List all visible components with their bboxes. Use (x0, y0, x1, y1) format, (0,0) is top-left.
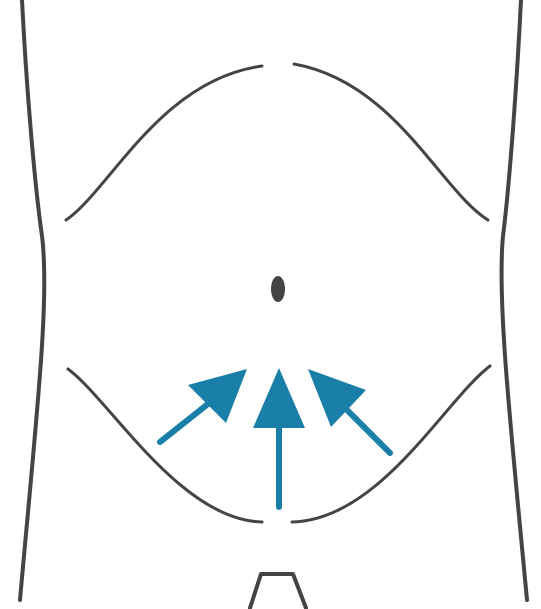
upper-abdomen-line-right (294, 64, 488, 220)
arrow-center-vertical (253, 368, 305, 507)
arrow-right-diagonal (308, 369, 390, 453)
body-outline (20, 0, 527, 608)
arrow-left-diagonal (160, 369, 247, 442)
upper-abdomen-line-left (66, 66, 262, 220)
navel (271, 276, 285, 302)
pubic-mark (250, 574, 306, 608)
left-torso-contour (20, 0, 44, 600)
arrow-center-head (253, 368, 305, 428)
direction-arrows (160, 368, 390, 507)
right-torso-contour (502, 0, 527, 600)
